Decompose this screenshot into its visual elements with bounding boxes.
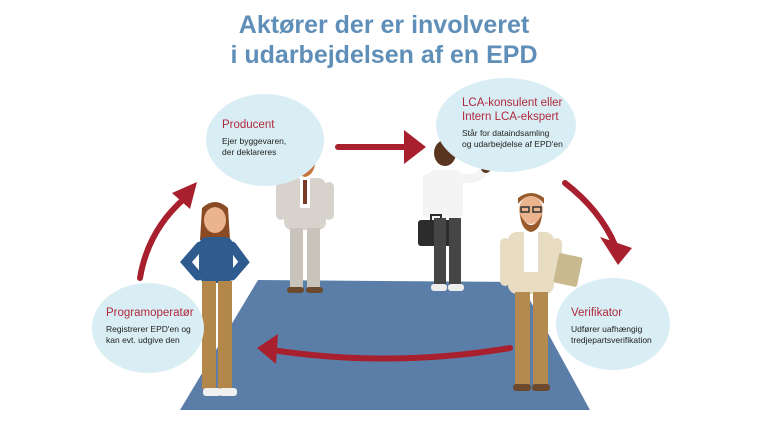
- actor-verifikator-desc-line-2: tredjepartsverifikation: [571, 335, 652, 345]
- actor-programoperator-name: Programoperatør: [106, 307, 194, 319]
- arrowhead-right: [404, 130, 426, 164]
- title-line-1: Aktører der er involveret: [238, 11, 530, 39]
- actor-lca-desc-line-1: Står for dataindsamling: [462, 128, 550, 138]
- person-lca-konsulent: [418, 140, 491, 291]
- actor-programoperator-desc-line-1: Registrerer EPD'en og: [106, 324, 191, 334]
- actor-programoperator-desc-line-2: kan evt. udgive den: [106, 335, 180, 345]
- floor-carpet: [180, 280, 590, 410]
- arrowhead-left: [257, 334, 278, 364]
- arrow-lca-to-verifikator: [562, 180, 618, 248]
- bubble-programoperator: [92, 283, 204, 373]
- arrow-programoperator-to-producent: [137, 195, 188, 281]
- bubble-producent: [206, 94, 324, 186]
- actor-lca-desc-line-2: og udarbejdelse af EPD'en: [462, 139, 563, 149]
- actor-lca-name-line-2: Intern LCA-ekspert: [462, 111, 559, 123]
- arrowhead-up: [172, 182, 197, 209]
- actor-producent: Producent Ejer byggevaren, der deklarere…: [222, 118, 322, 158]
- actor-lca-konsulent: LCA-konsulent eller Intern LCA-ekspert S…: [462, 96, 574, 150]
- actor-lca-name-line-1: LCA-konsulent eller: [462, 97, 563, 109]
- cycle-arrows: [137, 144, 618, 362]
- bubble-lca-konsulent: [436, 78, 576, 172]
- arrow-verifikator-to-programoperator: [269, 345, 513, 362]
- arrow-heads: [172, 130, 632, 364]
- arrowhead-down: [600, 237, 632, 265]
- actor-producent-desc-line-1: Ejer byggevaren,: [222, 136, 287, 146]
- actor-producent-desc-line-2: der deklareres: [222, 147, 277, 157]
- diagram-title: Aktører der er involveret i udarbejdelse…: [0, 10, 768, 70]
- actor-producent-name: Producent: [222, 119, 275, 131]
- person-programoperator: [180, 202, 250, 396]
- bubble-verifikator: [556, 278, 670, 370]
- actor-verifikator-desc-line-1: Udfører uafhængig: [571, 324, 643, 334]
- actor-verifikator: Verifikator Udfører uafhængig tredjepart…: [571, 306, 669, 346]
- title-line-2: i udarbejdelsen af en EPD: [230, 41, 538, 69]
- actor-verifikator-name: Verifikator: [571, 307, 623, 319]
- actor-programoperator: Programoperatør Registrerer EPD'en og ka…: [106, 306, 206, 346]
- person-verifikator: [500, 193, 583, 391]
